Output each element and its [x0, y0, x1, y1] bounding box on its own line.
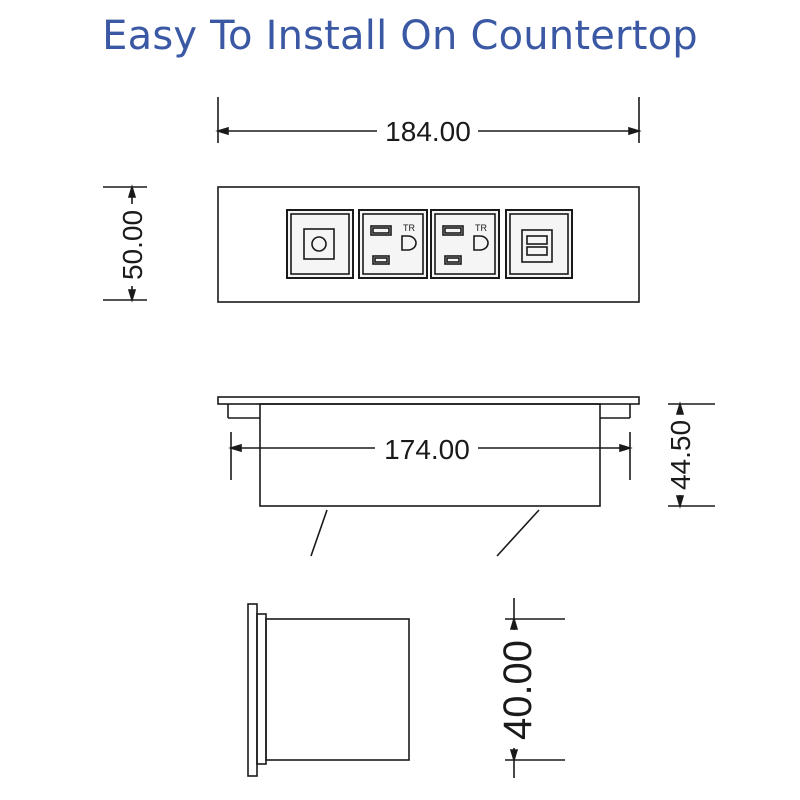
dim-overall-width: 184.00: [215, 97, 642, 147]
dim-label-total-depth: 44.50: [665, 420, 696, 490]
page-title: Easy To Install On Countertop: [102, 13, 698, 59]
outlet-icon: TR: [358, 209, 428, 279]
dim-label-side-depth: 40.00: [496, 640, 540, 740]
round-port-icon: [286, 209, 354, 279]
dim-panel-height: 50.00: [103, 184, 148, 303]
side-view: [247, 603, 410, 777]
dim-label-panel-height: 50.00: [117, 210, 148, 280]
dim-label-inner-width: 174.00: [384, 434, 470, 465]
dim-side-depth: 40.00: [496, 598, 565, 778]
dim-inner-width: 174.00: [228, 432, 633, 480]
top-view-panel: TR TR: [217, 186, 640, 303]
outlet-tr-label: TR: [475, 223, 487, 233]
outlet-tr-label: TR: [403, 223, 415, 233]
dim-label-overall-width: 184.00: [385, 116, 471, 147]
outlet-icon: TR: [430, 209, 500, 279]
usb-port-icon: [505, 209, 573, 279]
dim-total-depth: 44.50: [665, 401, 715, 509]
front-view: [217, 396, 640, 557]
